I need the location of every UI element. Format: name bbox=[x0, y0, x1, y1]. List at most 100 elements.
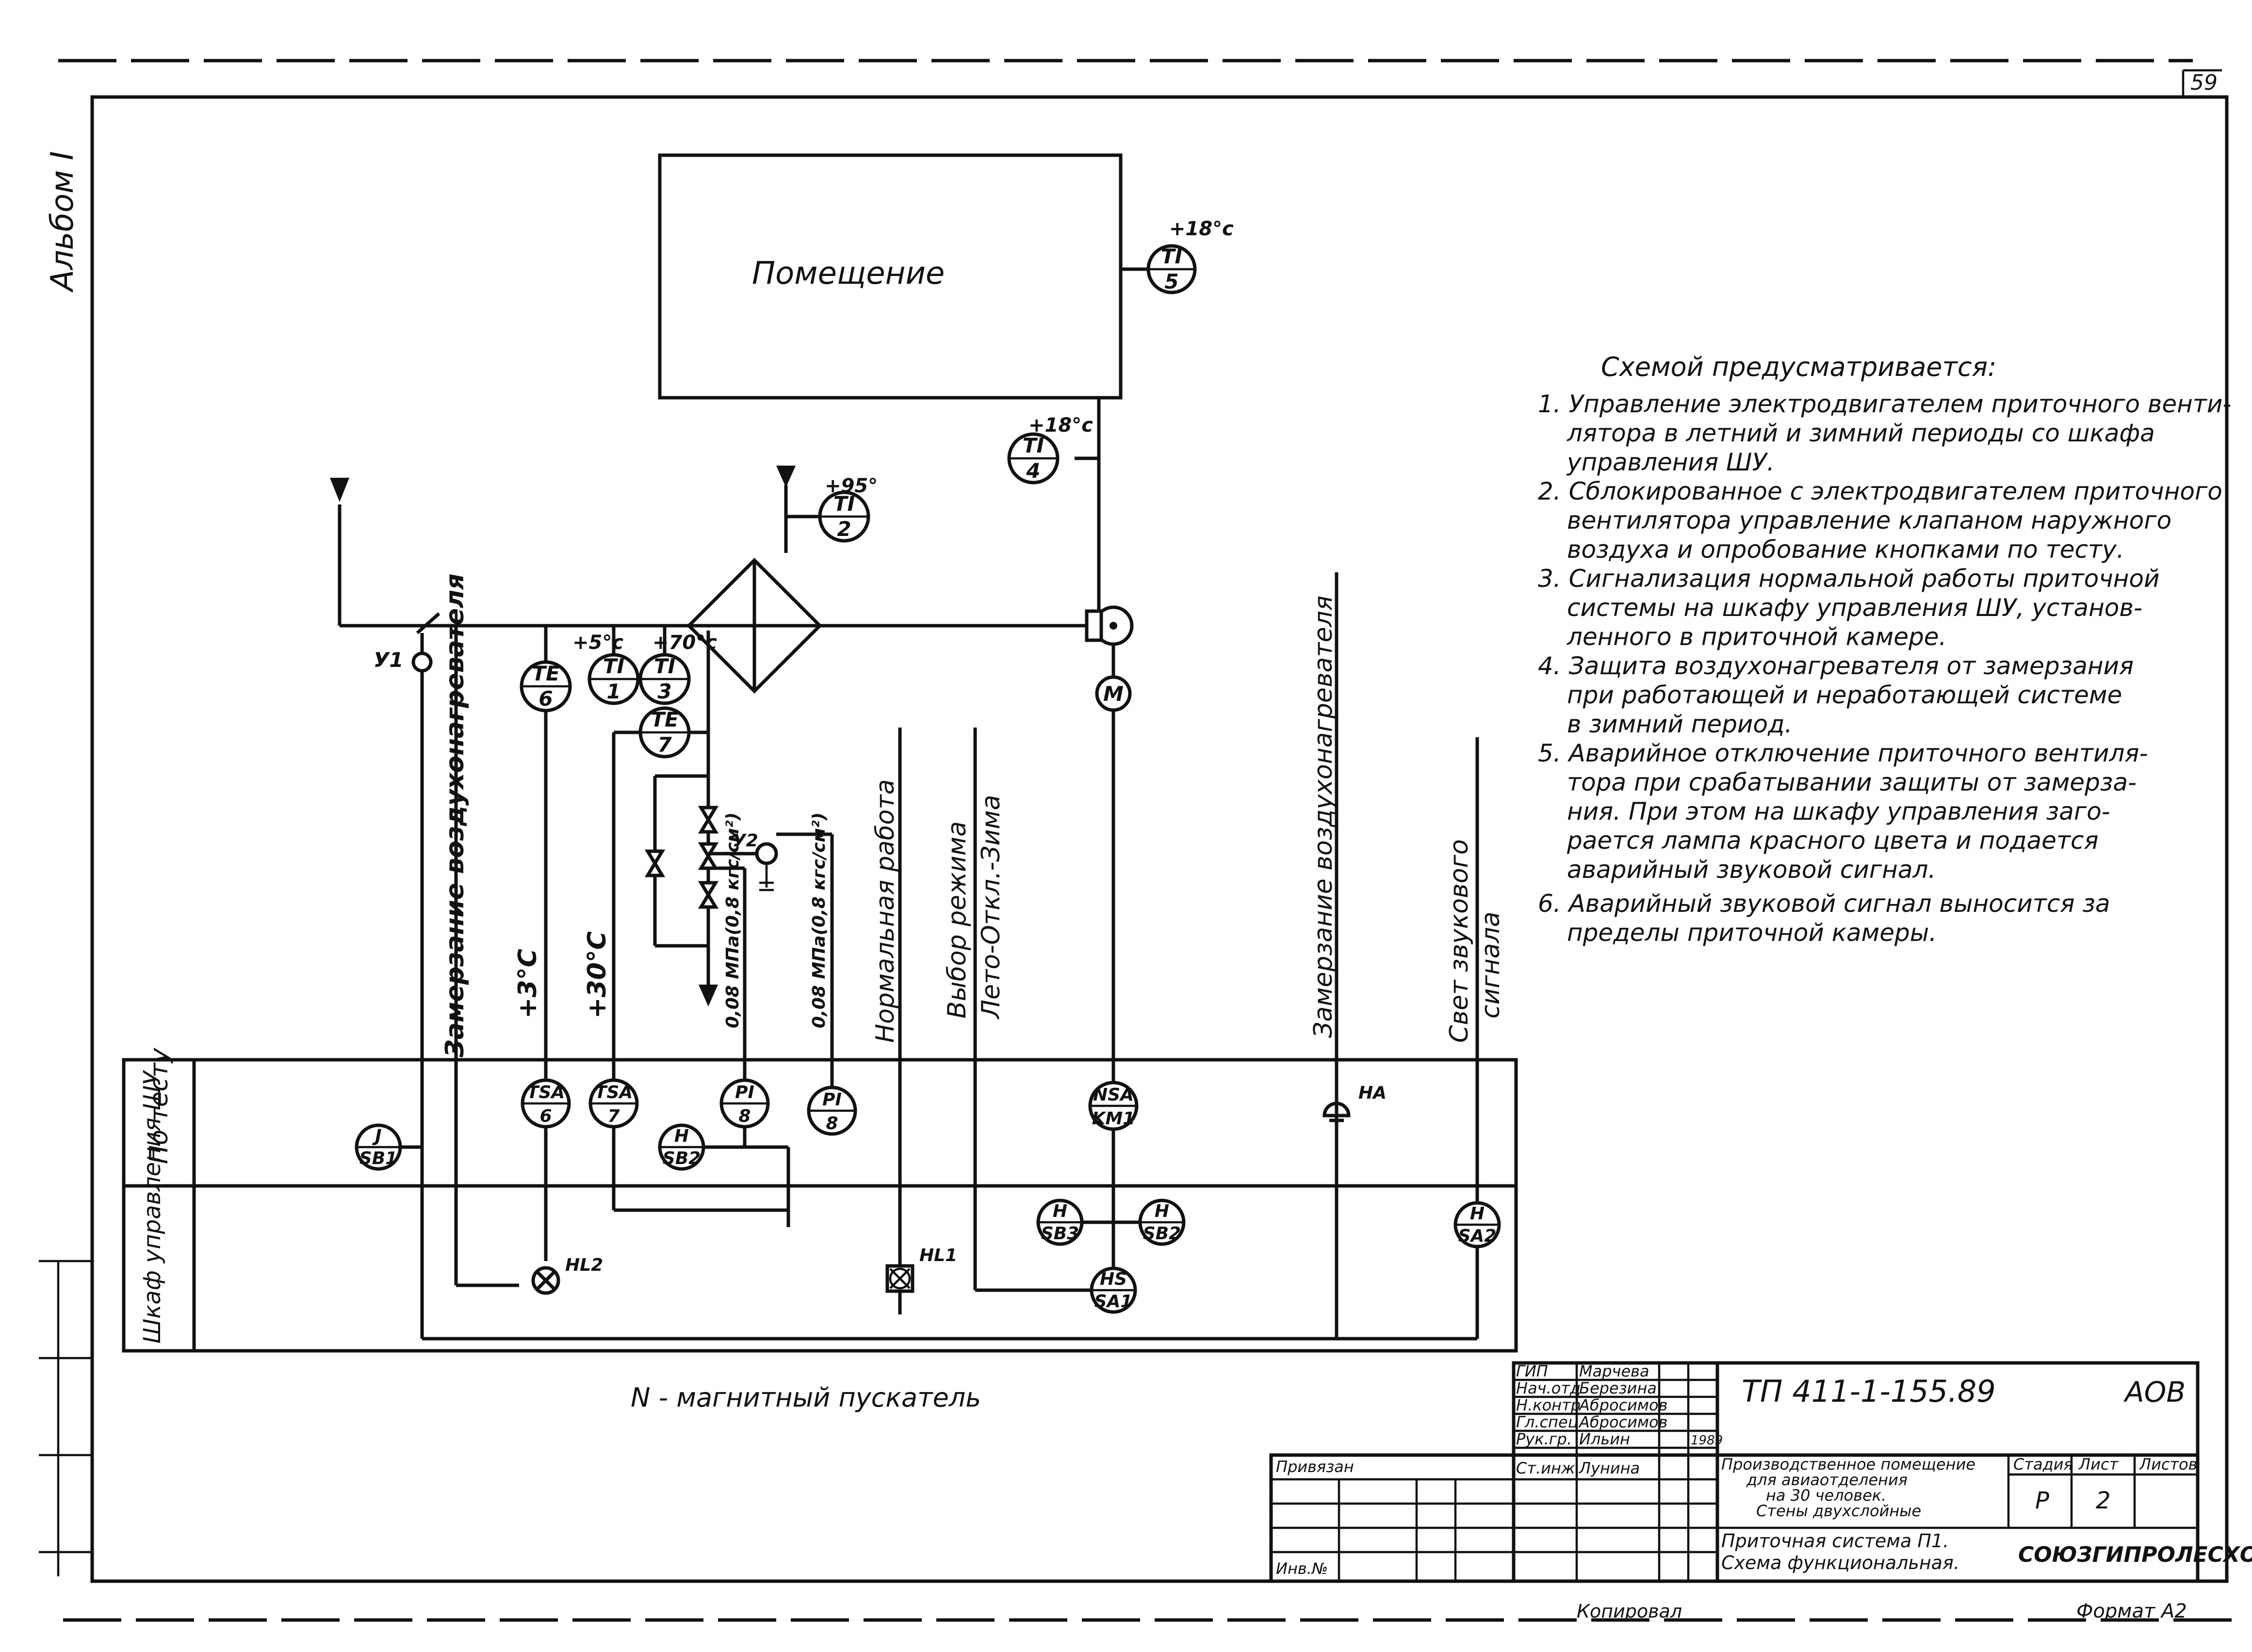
title-block: Привязан Инв.№ ГИП Нач.отд Н.контр Гл.сп… bbox=[1269, 1361, 2252, 1583]
row-cabinet-label: Шкаф управления ШУ bbox=[139, 1070, 166, 1344]
ti1-tag: TI bbox=[603, 654, 624, 678]
note-line-15: рается лампа красного цвета и подается bbox=[1567, 826, 2099, 855]
role-5: Ст.инж. bbox=[1516, 1459, 1580, 1477]
water-supply-arrow bbox=[776, 466, 796, 487]
ti1-num: 1 bbox=[606, 680, 620, 703]
name-1: Березина bbox=[1579, 1379, 1657, 1397]
hsa2-instrument: H SA2 bbox=[1453, 1201, 1501, 1248]
hl1-label: HL1 bbox=[919, 1246, 957, 1265]
document-code: ТП 411-1-155.89 bbox=[1742, 1374, 1996, 1409]
lamp-hl2: HL2 bbox=[531, 1255, 603, 1295]
temp-3-label: +3°С bbox=[513, 949, 542, 1019]
ti4-num: 4 bbox=[1026, 459, 1040, 483]
y2-label: У2 bbox=[733, 831, 758, 851]
note-line-14: ния. При этом на шкафу управления заго- bbox=[1567, 797, 2110, 826]
ti3-temp-label: +70°c bbox=[653, 632, 717, 654]
inv-label: Инв.№ bbox=[1276, 1559, 1328, 1578]
pi8b-instrument: PI 8 bbox=[807, 1085, 857, 1136]
hsa2-tag: H bbox=[1470, 1204, 1485, 1224]
note-line-4: вентилятора управление клапаном наружног… bbox=[1567, 506, 2171, 534]
date-field: 1989 bbox=[1691, 1433, 1723, 1448]
starter-note: N - магнитный пускатель bbox=[631, 1382, 981, 1413]
ti2-tag: TI bbox=[833, 492, 855, 516]
notes-block: Схемой предусматривается: 1. Управление … bbox=[1538, 352, 2231, 947]
ti3-tag: TI bbox=[654, 654, 675, 678]
note-line-18: пределы приточной камеры. bbox=[1567, 919, 1937, 947]
pressure-label-1: 0,08 МПа(0,8 кгс/см²) bbox=[723, 812, 743, 1028]
name-0: Марчева bbox=[1579, 1362, 1649, 1380]
ti2-instrument: TI 2 bbox=[818, 490, 870, 543]
role-4: Рук.гр. bbox=[1516, 1430, 1572, 1448]
freeze-right-label: Замерзание воздухонагревателя bbox=[1309, 596, 1338, 1038]
note-line-3: 2. Сблокированное с электродвигателем пр… bbox=[1538, 477, 2222, 505]
organization: СОЮЗГИПРОЛЕСХОЗ bbox=[2018, 1542, 2252, 1567]
name-5: Лунина bbox=[1579, 1459, 1640, 1477]
hsb2b-tag: H bbox=[1155, 1201, 1169, 1221]
temp-30-label: +30°С bbox=[583, 931, 612, 1019]
tsa6-instrument: TSA 6 bbox=[521, 1078, 571, 1129]
pressure-label-2: 0,08 МПа(0,8 кгс/см²) bbox=[809, 812, 829, 1028]
stage-value: Р bbox=[2035, 1487, 2049, 1514]
motor-tag: M bbox=[1103, 682, 1124, 706]
note-line-8: ленного в приточной камере. bbox=[1567, 623, 1946, 651]
ti1-temp-label: +5°c bbox=[572, 632, 623, 654]
lamp-hl1: HL1 bbox=[885, 1246, 957, 1293]
hssa1-instrument: HS SA1 bbox=[1090, 1266, 1137, 1314]
name-4: Ильин bbox=[1579, 1430, 1630, 1448]
ti3-instrument: TI 3 bbox=[638, 653, 691, 705]
note-line-0: 1. Управление электродвигателем приточно… bbox=[1538, 390, 2231, 418]
pi8a-tag: PI bbox=[735, 1083, 754, 1102]
name-2: Абросимов bbox=[1578, 1396, 1667, 1414]
note-line-9: 4. Защита воздухонагревателя от замерзан… bbox=[1538, 652, 2134, 680]
ha-label: HA bbox=[1358, 1083, 1387, 1103]
tsa7-num: 7 bbox=[607, 1106, 620, 1126]
project-line-3: Стены двухслойные bbox=[1756, 1502, 1921, 1520]
room-temp-label: +18°c bbox=[1169, 218, 1234, 240]
damper-y1: У1 bbox=[374, 612, 441, 673]
note-line-12: 5. Аварийное отключение приточного венти… bbox=[1538, 739, 2148, 767]
note-line-17: 6. Аварийный звуковой сигнал выносится з… bbox=[1538, 890, 2110, 918]
jsb1-instrument: J SB1 bbox=[355, 1123, 402, 1171]
sound-signal-label-1: Свет звукового bbox=[1445, 839, 1474, 1043]
row-test-label: По тесту bbox=[145, 1047, 174, 1164]
hsb2a-num: SB2 bbox=[663, 1149, 701, 1168]
y1-label: У1 bbox=[374, 648, 404, 672]
ti1-instrument: TI 1 bbox=[587, 653, 640, 705]
project-line-2: на 30 человек. bbox=[1766, 1486, 1886, 1505]
sheet-value: 2 bbox=[2096, 1487, 2111, 1514]
stage-label: Стадия bbox=[2013, 1455, 2073, 1474]
pi8b-num: 8 bbox=[826, 1114, 838, 1134]
ti5-instrument: TI 5 bbox=[1146, 244, 1197, 294]
nsa-instrument: NSA KM1 bbox=[1088, 1081, 1139, 1131]
hsb3-tag: H bbox=[1053, 1201, 1067, 1221]
pi8b-tag: PI bbox=[822, 1090, 842, 1110]
hsb2a-tag: H bbox=[674, 1126, 689, 1146]
hsb3-num: SB3 bbox=[1041, 1224, 1079, 1244]
valve-assembly: У2 bbox=[644, 689, 778, 1006]
pi8a-instrument: PI 8 bbox=[719, 1078, 770, 1129]
ti3-num: 3 bbox=[657, 680, 671, 703]
note-line-6: 3. Сигнализация нормальной работы приточ… bbox=[1538, 565, 2160, 593]
hsb2a-instrument: H SB2 bbox=[658, 1123, 705, 1171]
nsa-num: KM1 bbox=[1092, 1109, 1135, 1129]
role-2: Н.контр bbox=[1516, 1396, 1581, 1414]
control-panel-table: По тесту Шкаф управления ШУ bbox=[122, 1047, 1518, 1353]
return-water-arrow bbox=[699, 985, 718, 1006]
nsa-tag: NSA bbox=[1093, 1085, 1134, 1105]
note-line-2: управления ШУ. bbox=[1566, 448, 1775, 476]
project-line-0: Производственное помещение bbox=[1721, 1455, 1975, 1474]
normal-operation-label: Нормальная работа bbox=[871, 779, 900, 1043]
tsa6-tag: TSA bbox=[527, 1083, 565, 1102]
ti4-instrument: TI 4 bbox=[1007, 432, 1060, 485]
ti4-temp-label: +18°c bbox=[1028, 414, 1093, 437]
drawing-line-1: Схема функциональная. bbox=[1721, 1552, 1959, 1573]
hsb2b-num: SB2 bbox=[1143, 1224, 1181, 1244]
section-code: АОВ bbox=[2123, 1376, 2186, 1409]
hl2-label: HL2 bbox=[565, 1255, 603, 1275]
copied-by: Копировал bbox=[1577, 1601, 1682, 1622]
role-3: Гл.спец bbox=[1516, 1413, 1578, 1431]
ti2-num: 2 bbox=[837, 517, 851, 541]
te6-tag: TE bbox=[532, 662, 560, 685]
sheets-label: Листов bbox=[2139, 1455, 2198, 1474]
